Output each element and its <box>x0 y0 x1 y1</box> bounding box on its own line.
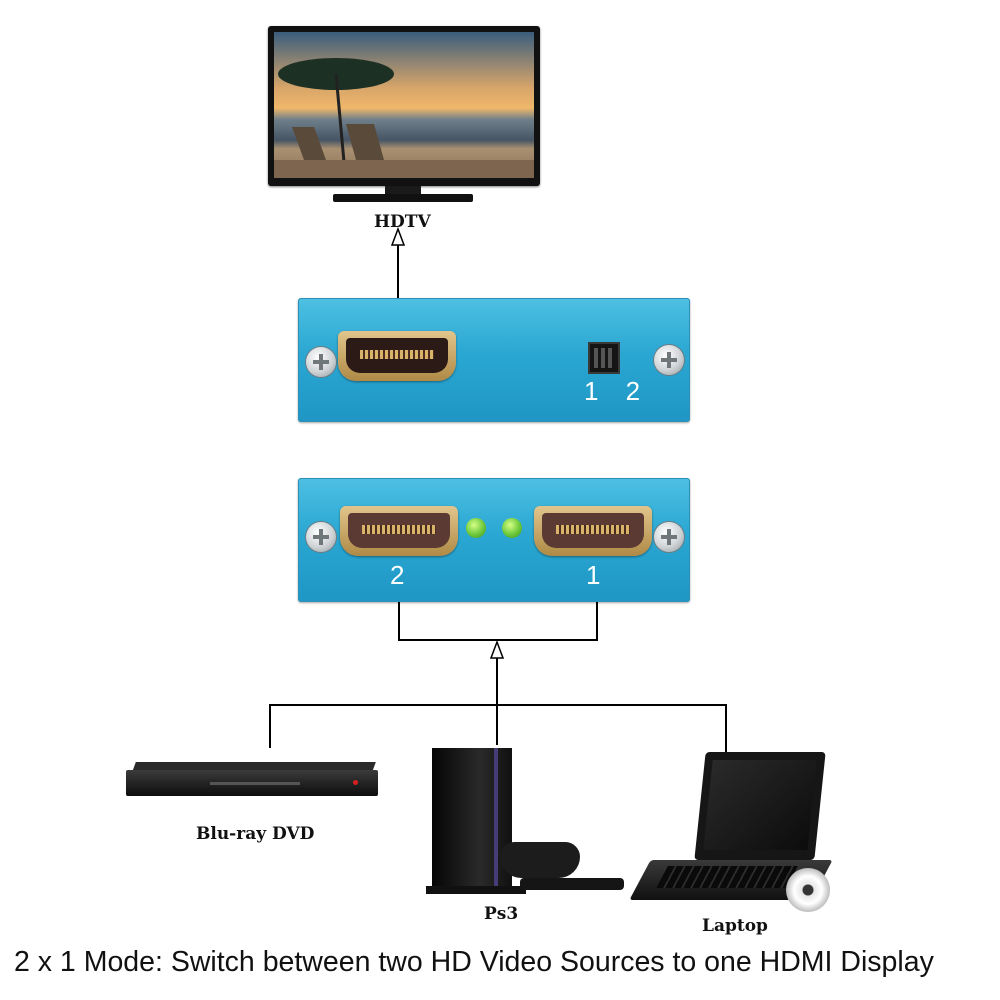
switch-position-labels: 1 2 <box>584 376 651 406</box>
right-screw-icon <box>654 345 684 375</box>
diagram-caption: 2 x 1 Mode: Switch between two HD Video … <box>14 946 934 978</box>
left-screw-icon <box>306 522 336 552</box>
input-1-led-icon <box>502 518 522 538</box>
switch-output-panel: 1 2 <box>298 298 690 422</box>
switch-arrow-head <box>489 639 505 659</box>
gamepad-icon <box>500 842 580 878</box>
disc-icon <box>786 868 830 912</box>
ps3-label: Ps3 <box>484 904 519 924</box>
hdmi-input-port-1 <box>534 506 652 556</box>
beach-scene <box>274 58 534 178</box>
right-screw-icon <box>654 522 684 552</box>
port-2-number: 2 <box>390 560 405 590</box>
bluray-label: Blu-ray DVD <box>196 824 315 844</box>
laptop-label: Laptop <box>702 916 768 936</box>
ps3-console-image <box>426 748 536 896</box>
input-2-led-icon <box>466 518 486 538</box>
bluray-player-image <box>126 762 378 802</box>
tv-stand <box>333 186 473 204</box>
switch-input-panel: 2 1 <box>298 478 690 602</box>
hdtv-label: HDTV <box>374 212 431 232</box>
hdmi-input-port-2 <box>340 506 458 556</box>
hdtv-image <box>268 26 540 186</box>
camera-bar-image <box>520 878 624 890</box>
left-screw-icon <box>306 347 336 377</box>
tv-screen <box>274 32 534 178</box>
mode-dip-switch[interactable] <box>588 342 620 374</box>
hdmi-output-port <box>338 331 456 381</box>
port-1-number: 1 <box>586 560 601 590</box>
